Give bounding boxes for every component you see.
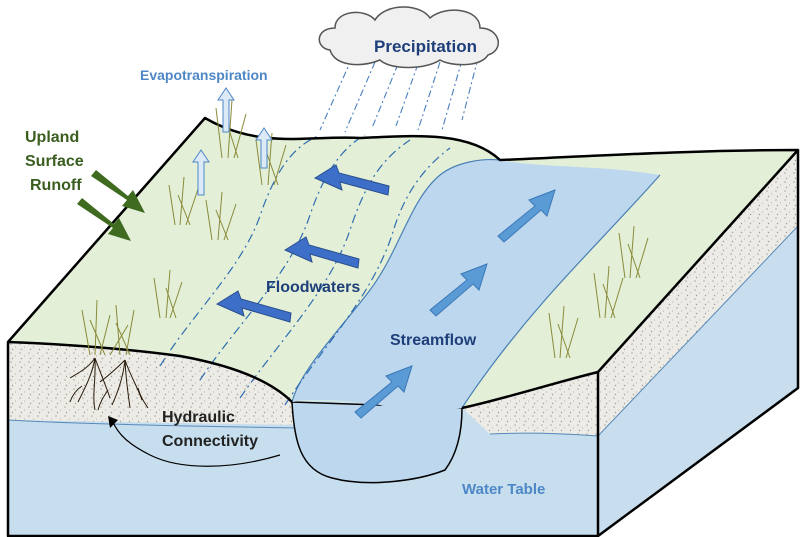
soil-layer — [8, 342, 300, 425]
runoff-arrow-1 — [91, 170, 145, 213]
runoff-arrows — [77, 170, 145, 241]
flood-arrow-2 — [283, 236, 360, 269]
hydraulic-connectivity-arrow — [111, 419, 281, 467]
cloud-icon — [318, 6, 499, 69]
streamflow-label: Streamflow — [390, 332, 477, 349]
evap-arrow-2 — [255, 127, 273, 169]
evapotranspiration-label: Evapotranspiration — [140, 67, 268, 83]
floodplain-lines — [159, 134, 451, 406]
rain-streaks — [319, 57, 479, 133]
upland-runoff-label-line1: Upland — [25, 129, 79, 146]
floodwater-arrows — [215, 164, 390, 323]
block-outline — [6, 116, 800, 537]
stream-arrow-1 — [354, 365, 413, 419]
hydraulic-label-line1: Hydraulic — [162, 409, 235, 426]
stream-arrow-3 — [497, 189, 556, 243]
upland-runoff-label-line2: Surface — [25, 153, 84, 170]
evapotranspiration-arrows — [192, 87, 273, 196]
floodwaters-label: Floodwaters — [266, 279, 360, 296]
stream-arrow-2 — [429, 263, 488, 317]
upland-runoff-label-line3: Runoff — [30, 177, 82, 194]
right-wall-soil — [598, 150, 798, 436]
evap-arrow-1 — [217, 87, 235, 133]
roots — [69, 357, 149, 411]
flood-arrow-1 — [313, 164, 390, 196]
streamflow-arrows — [354, 189, 556, 419]
river-cross-section — [291, 401, 463, 484]
grass-tufts — [81, 99, 649, 359]
flood-arrow-3 — [215, 290, 292, 323]
evap-arrow-3 — [192, 149, 210, 196]
water-table-label: Water Table — [462, 481, 545, 498]
precipitation-label: Precipitation — [374, 37, 477, 56]
runoff-arrow-2 — [77, 198, 131, 241]
hydraulic-label-line2: Connectivity — [162, 433, 258, 450]
